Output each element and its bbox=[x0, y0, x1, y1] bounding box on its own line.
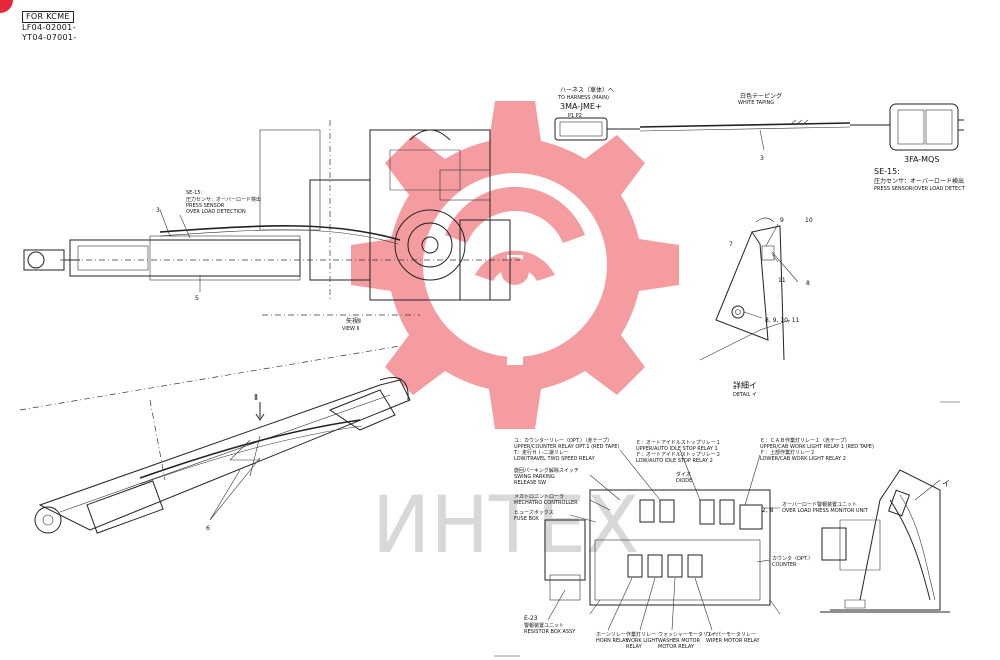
boom-arrow-label: Ⅱ bbox=[254, 393, 258, 402]
wiper-relay-en: WIPER MOTOR RELAY bbox=[706, 638, 761, 644]
view-ii-en: VIEW Ⅱ bbox=[342, 326, 359, 332]
washer-relay-en1: WASHER MOTOR bbox=[658, 638, 700, 644]
sensor-jp-label: 圧力センサ：オーバーロード検出 bbox=[874, 177, 964, 185]
harness-jp-label: ハーネス（車体）へ bbox=[560, 86, 614, 94]
parking-switch-jp: 旋回パーキング解除スイッチ bbox=[514, 467, 579, 474]
detail-i-drawing bbox=[699, 217, 799, 361]
sensor-en-label: PRESS SENSOR(OVER LOAD DETECT bbox=[874, 186, 966, 192]
view-ii-jp: 矢視Ⅱ bbox=[346, 317, 361, 325]
counter-relay-en1: UPPER/COUNTER RELAY OPT.1 (RED TAPE) bbox=[514, 444, 619, 450]
washer-relay-jp: ウォッシャーモータリレー bbox=[658, 631, 718, 638]
counter-relay-en2: T：走行Ｈｉ-ニ速リレー bbox=[513, 449, 569, 456]
parking-switch-en2: RELEASE SW bbox=[514, 480, 546, 486]
detail-callout-group: 8, 9, 10, 11 bbox=[765, 317, 800, 324]
parking-switch-en1: SWING PARKING bbox=[514, 474, 555, 480]
e23-code: E-23 bbox=[524, 615, 538, 622]
washer-relay-en2: MOTOR RELAY bbox=[658, 644, 695, 650]
detail-callout-8: 8 bbox=[806, 280, 810, 287]
counter-relay-jp: ユ：カウンターリレー（OPT.）（赤テープ） bbox=[514, 437, 612, 444]
harness-callout-3: 3 bbox=[760, 155, 764, 162]
callout-5-upper: 5 bbox=[195, 295, 199, 302]
diode-jp: ダイオ bbox=[676, 471, 691, 478]
counter-jp: カウンタ（OPT.） bbox=[772, 555, 813, 562]
detail-callout-10: 10 bbox=[805, 217, 813, 224]
overload-unit-jp: オーバーロード警報装置ユニット bbox=[782, 501, 857, 508]
diode-en: DIODE bbox=[676, 478, 692, 484]
callout-3-upper: 3 bbox=[156, 207, 160, 214]
detail-callout-11: 11 bbox=[778, 277, 786, 284]
se15-jp-upper: 圧力センサ：オーバーロード検出 bbox=[186, 196, 261, 203]
watermark-text: ИНТЕХ bbox=[372, 481, 639, 571]
cab-relay-jp: Ｅ：ＣＡＢ作業灯リレー１（赤テープ） bbox=[760, 437, 850, 444]
harness-connector-code: 3MA-JME+ bbox=[560, 102, 602, 111]
upper-view-assembly bbox=[23, 120, 520, 316]
boom-callout-6: 6 bbox=[206, 525, 210, 532]
idle-relay-en3: LOW/AUTO IDLE STOP RELAY 2 bbox=[636, 458, 713, 464]
header-block: FOR KCME LF04-02001- YT04-07001- bbox=[22, 11, 76, 43]
work-light-relay-en1: WORK LIGHT bbox=[626, 638, 659, 644]
corner-marker-icon bbox=[0, 0, 13, 13]
fuse-box-jp: ヒューズボックス bbox=[514, 509, 554, 516]
cab-relay-en2: Ｆ：上部作業灯リレー２ bbox=[760, 449, 815, 456]
detail-i-en: DETAIL イ bbox=[733, 392, 757, 398]
detail-callout-9: 9 bbox=[780, 217, 784, 224]
taping-jp-label: 白色テーピング bbox=[740, 92, 782, 100]
work-light-relay-jp: 作業灯リレー bbox=[626, 631, 656, 638]
idle-relay-en1: UPPER/AUTO IDLE STOP RELAY 1 bbox=[636, 446, 718, 452]
work-light-relay-en2: RELAY bbox=[626, 644, 643, 650]
e23-en: RESISTOR BOX ASSY bbox=[524, 629, 576, 635]
mechatro-jp: メカトロコントローラ bbox=[514, 494, 564, 500]
relay-panel bbox=[544, 449, 781, 631]
boom-assembly bbox=[19, 345, 411, 534]
se15-en2-upper: OVER LOAD DETECTION bbox=[186, 209, 246, 215]
idle-relay-en2: Ｆ：オートアイドルストップリレー２ bbox=[636, 452, 721, 458]
counter-relay-en3: LOW/TRAVEL TWO SPEED RELAY bbox=[514, 456, 596, 462]
horn-relay-jp: ホーンリレー bbox=[596, 632, 626, 638]
harness-connector-assembly bbox=[554, 103, 964, 151]
cab-relay-en1: UPPER/CAB WORK LIGHT RELAY 1 (RED TAPE) bbox=[760, 444, 874, 450]
overload-unit-en: OVER LOAD PRESS MONITOR UNIT bbox=[782, 508, 869, 514]
taping-en-label: WHITE TAPING bbox=[738, 100, 774, 106]
sensor-code: SE-15: bbox=[874, 167, 900, 176]
callout-2-8: 2, 8 bbox=[762, 507, 774, 514]
cab-side-view bbox=[820, 469, 950, 613]
detail-i-jp: 詳細イ bbox=[733, 380, 757, 390]
idle-relay-jp: Ｅ：オートアイドルストップリレー１ bbox=[636, 440, 721, 446]
serial-number-2: YT04-07001- bbox=[22, 33, 77, 42]
mechatro-en: MECHATRO CONTROLLER bbox=[514, 500, 578, 506]
harness-pins: P1 P2 bbox=[568, 113, 582, 119]
wiper-relay-jp: ワイパーモータリレー bbox=[706, 631, 756, 638]
harness-en-label: TO HARNESS (MAIN) bbox=[557, 95, 609, 101]
se15-en1-upper: PRESS SENSOR bbox=[186, 203, 225, 209]
counter-en: COUNTER bbox=[772, 562, 797, 568]
cab-relay-en3: LOWER/CAB WORK LIGHT RELAY 2 bbox=[760, 456, 846, 462]
arrow-i-label: イ bbox=[942, 479, 950, 488]
sensor-connector-code: 3FA-MQS bbox=[904, 155, 939, 164]
fuse-box-en: FUSE BOX bbox=[514, 516, 539, 522]
e23-jp: 警報装置ユニット bbox=[524, 622, 564, 629]
watermark-gear-icon bbox=[351, 101, 679, 429]
se15-code-upper: SE-15: bbox=[186, 190, 202, 196]
horn-relay-en: HORN RELAY bbox=[596, 638, 629, 644]
serial-number-1: LF04-02001- bbox=[22, 23, 76, 32]
detail-callout-7: 7 bbox=[729, 241, 733, 248]
